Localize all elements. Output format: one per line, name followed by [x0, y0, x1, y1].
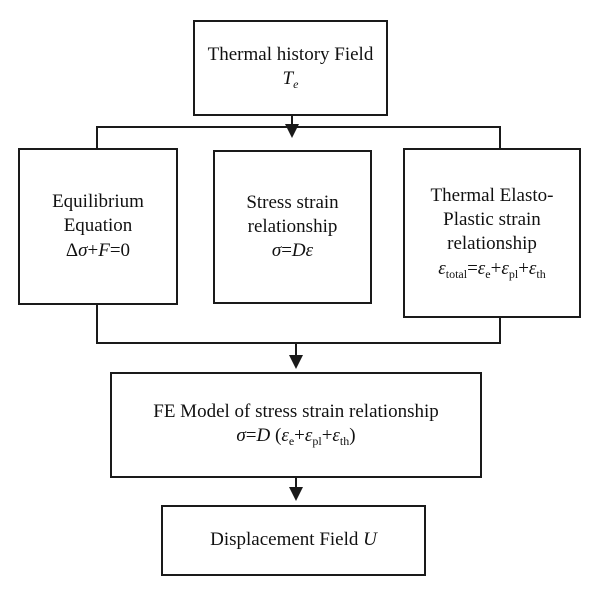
equilibrium-line1: Equilibrium: [52, 191, 144, 213]
displacement-title: Displacement Field U: [210, 529, 377, 551]
equilibrium-box: Equilibrium Equation Δσ+F=0: [18, 148, 178, 305]
thermal-history-symbol: Te: [282, 68, 299, 92]
stress-strain-box: Stress strain relationship σ=Dε: [213, 150, 372, 304]
equilibrium-line2: Equation: [63, 215, 133, 237]
thermal-history-title: Thermal history Field: [207, 44, 374, 66]
thermo-line3: relationship: [447, 233, 537, 255]
thermal-history-box: Thermal history Field Te: [193, 20, 388, 116]
thermo-formula: εtotal=εe+εpl+εth: [438, 257, 546, 281]
fe-model-formula: σ=D (εe+εpl+εth): [236, 425, 356, 449]
fe-model-title: FE Model of stress strain relationship: [153, 401, 439, 423]
merge-left-rise: [96, 305, 98, 344]
thermo-line1: Thermal Elasto-: [430, 184, 554, 206]
stress-strain-line1: Stress strain: [246, 191, 339, 213]
equilibrium-formula: Δσ+F=0: [65, 239, 131, 261]
merge-bottom-horizontal: [96, 342, 501, 344]
thermal-elasto-plastic-box: Thermal Elasto- Plastic strain relations…: [403, 148, 581, 318]
stress-strain-line2: relationship: [247, 215, 338, 237]
branch-left-drop: [96, 126, 98, 148]
branch-right-drop: [499, 126, 501, 148]
fe-model-box: FE Model of stress strain relationship σ…: [110, 372, 482, 478]
displacement-field-box: Displacement Field U: [161, 505, 426, 576]
arrow-to-fe-model: [289, 355, 303, 369]
thermo-line2: Plastic strain: [443, 209, 541, 231]
merge-right-rise: [499, 318, 501, 344]
stress-strain-formula: σ=Dε: [271, 240, 314, 262]
connector-thermal-down: [291, 116, 293, 126]
connector-fe-down: [295, 478, 297, 488]
branch-top-horizontal: [96, 126, 501, 128]
connector-merge-down: [295, 342, 297, 356]
arrow-to-displacement: [289, 487, 303, 501]
